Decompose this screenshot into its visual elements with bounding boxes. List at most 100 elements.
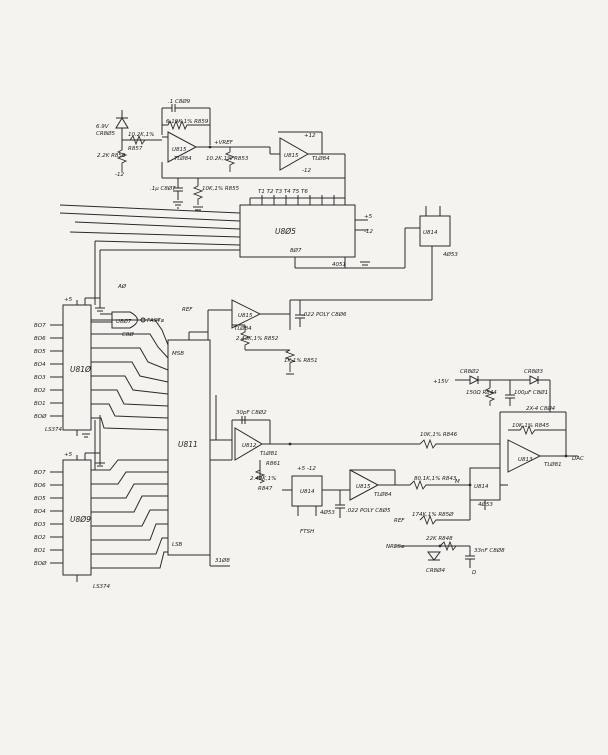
- dac-label: DAC: [572, 456, 584, 462]
- u810-label: U81Ø: [70, 365, 92, 374]
- u814-top: [290, 206, 451, 301]
- bus-bot-label: BO1: [34, 548, 46, 554]
- cr805-label: CR8Ø5: [96, 130, 115, 137]
- r851-label: 1K,1% R851: [284, 358, 318, 364]
- bus-top-label: BO1: [34, 401, 46, 407]
- u814-mid-part: 4Ø53: [320, 509, 335, 516]
- c805-label: .022 POLY C8Ø5: [346, 507, 391, 514]
- cr804-label: CR8Ø4: [426, 567, 445, 574]
- tl084-c: TLØ84: [234, 325, 252, 332]
- bus-bot-label: BO4: [34, 509, 46, 515]
- plus5c-label: +5: [64, 452, 73, 458]
- v69-label: 6.9V: [96, 124, 110, 130]
- r859-label: 6.19K,1% R859: [166, 119, 209, 125]
- u807-gate: [91, 311, 160, 329]
- r857b-label: R857: [128, 146, 143, 152]
- plus5a-label: +5: [364, 214, 373, 220]
- bus-bot-label: BO5: [34, 496, 46, 502]
- tl081-b: TLØ81: [544, 461, 562, 468]
- c801-label: 100µF C8Ø1: [514, 389, 548, 396]
- plus12a-label: +12: [304, 133, 316, 139]
- u814-top-label: U814: [423, 230, 438, 236]
- tl084-b: TLØ84: [312, 155, 330, 162]
- u807-part: 4051: [332, 262, 346, 268]
- bus-bot-label: BOØ: [34, 560, 47, 567]
- u811-part: 31Ø8: [215, 557, 230, 564]
- r804-label: 2.49K,1%: [250, 476, 276, 482]
- u815-b-label: U815: [284, 153, 299, 159]
- neg12a-label: -12: [115, 172, 124, 178]
- ref1-label: REF: [182, 307, 193, 313]
- vref-label: +VREF: [214, 140, 234, 146]
- u810-latch: [62, 297, 105, 438]
- u805-mux: [59, 195, 420, 305]
- u813-label: U813: [518, 457, 533, 463]
- r848-label: 22K R848: [426, 536, 453, 542]
- bus-top-label: BOØ: [34, 413, 47, 420]
- u814-right-part: 4Ø53: [478, 501, 493, 508]
- tl084-a: TLØ84: [174, 155, 192, 162]
- u807-label: 8Ø7: [290, 247, 302, 254]
- bus-top-label: BO7: [34, 323, 46, 329]
- t-labels: T1 T2 T3 T4 T5 T6: [258, 189, 308, 195]
- cr803-label: CR8Ø3: [524, 368, 543, 375]
- u812-label: U812: [242, 443, 257, 449]
- c803-label: R847: [258, 486, 273, 492]
- u812-opamp: [231, 416, 420, 484]
- bus-labels: BO7BO6BO5BO4BO3BO2BO1BOØBO7BO6BO5BO4BO3B…: [34, 323, 47, 567]
- a0-label: AØ: [117, 283, 127, 290]
- m-label: M: [455, 479, 460, 485]
- fsh-label: FTSH: [300, 529, 314, 535]
- u814-mid-label: U814: [300, 489, 315, 495]
- r855-label: 10K,1% R855: [202, 186, 240, 192]
- nres-label: NRES⌀: [386, 544, 405, 550]
- r861-label: R861: [266, 461, 280, 467]
- component-labels: .1 C8Ø9 6.19K,1% R859 6.9V CR8Ø5 10.2K,1…: [64, 98, 584, 576]
- bus-bot-label: BO3: [34, 522, 46, 528]
- plus5d-label: +5 -12: [297, 466, 316, 472]
- u815-c-label: U815: [238, 313, 253, 319]
- u809-label: U8Ø9: [70, 515, 91, 524]
- u814-mid: [282, 469, 396, 518]
- bus-top-label: BO3: [34, 375, 46, 381]
- u811-label: U811: [178, 440, 198, 449]
- c809-label: .1 C8Ø9: [168, 98, 191, 105]
- output-section: [395, 375, 578, 568]
- bus-top-label: BO6: [34, 336, 46, 342]
- u811-dac: [167, 309, 232, 567]
- bus-top-label: BO2: [34, 388, 46, 394]
- bus-top-label: BO5: [34, 349, 46, 355]
- u815-a-label: U815: [172, 147, 187, 153]
- fast-label: FAST⌀: [147, 318, 164, 324]
- r850-label: 174K,1% R85Ø: [412, 511, 454, 518]
- bus-top-label: BO4: [34, 362, 46, 368]
- plus15-label: +15V: [433, 379, 450, 385]
- u805-label: U8Ø5: [275, 227, 296, 236]
- u814-right-label: U814: [474, 484, 489, 490]
- chip-labels: U8Ø5 8Ø7 4051 U814 4Ø53 U81Ø U8Ø9 LS374 …: [45, 147, 562, 590]
- u807-gate-label: U8Ø7: [116, 318, 132, 325]
- c808-label: 33nF C8Ø8: [474, 547, 505, 554]
- bus-bot-label: BO2: [34, 535, 46, 541]
- tl081-a: TLØ81: [260, 450, 278, 457]
- latch-to-dac-wires: [91, 319, 169, 569]
- u811-msb: MSB: [172, 351, 184, 357]
- r853-label: 10.2K,1% R853: [206, 156, 249, 162]
- neg12b-label: -12: [302, 168, 311, 174]
- tl084-d: TLØ84: [374, 491, 392, 498]
- plus5b-label: +5: [64, 297, 73, 303]
- u814-top-part: 4Ø53: [443, 251, 458, 258]
- c807-label: .1µ C8Ø7: [150, 185, 176, 192]
- r844-label: 150Ω R844: [466, 390, 497, 396]
- vref-section: [115, 104, 346, 211]
- c804-label: 2X-4 C8Ø4: [526, 405, 556, 412]
- bus-bot-label: BO7: [34, 470, 46, 476]
- u811-lsb: LSB: [172, 542, 183, 548]
- u815-mid: [231, 299, 305, 375]
- neg12c-label: -12: [364, 229, 373, 235]
- u815-d-label: U815: [356, 484, 371, 490]
- d-label: D: [472, 570, 476, 576]
- r845-label: 10K,1% R845: [512, 423, 550, 429]
- r856-label: 2.2K R856: [97, 153, 126, 159]
